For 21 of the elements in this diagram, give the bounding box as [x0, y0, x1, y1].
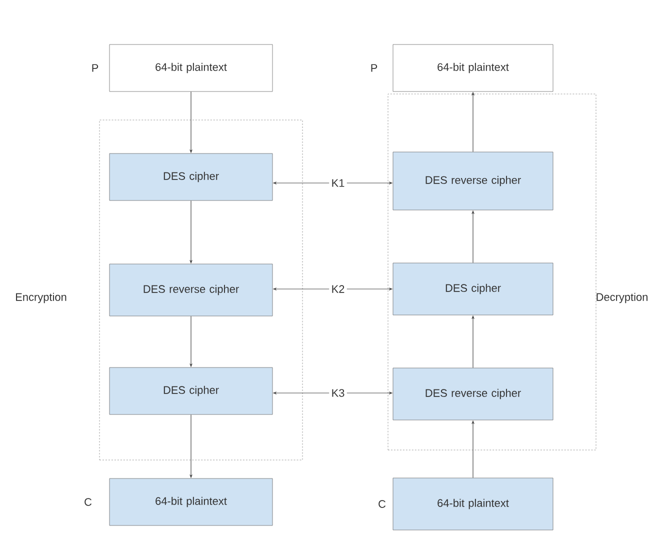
cipher-box: DES reverse cipher — [392, 368, 554, 420]
key-label: K2 — [332, 285, 344, 293]
cipher-box: 64-bit plaintext — [109, 478, 273, 526]
cipher-box: DES cipher — [392, 262, 554, 316]
dashed-group-box — [99, 120, 303, 460]
plaintext-box: 64-bit plaintext — [392, 44, 554, 92]
group-label: Encryption — [16, 292, 66, 304]
cipher-box: 64-bit plaintext — [392, 478, 554, 530]
key-label: K1 — [332, 179, 344, 187]
dashed-group-box — [388, 94, 596, 450]
side-label: C — [84, 498, 92, 506]
cipher-box: DES cipher — [109, 367, 273, 415]
cipher-box: DES reverse cipher — [109, 264, 273, 316]
group-label: Decryption — [596, 292, 648, 304]
side-label: P — [92, 64, 98, 72]
side-label: P — [371, 64, 378, 72]
side-label: C — [378, 500, 386, 508]
cipher-box: DES cipher — [109, 153, 273, 201]
plaintext-box: 64-bit plaintext — [109, 44, 273, 92]
key-label: K3 — [332, 389, 344, 397]
cipher-box: DES reverse cipher — [392, 152, 554, 210]
